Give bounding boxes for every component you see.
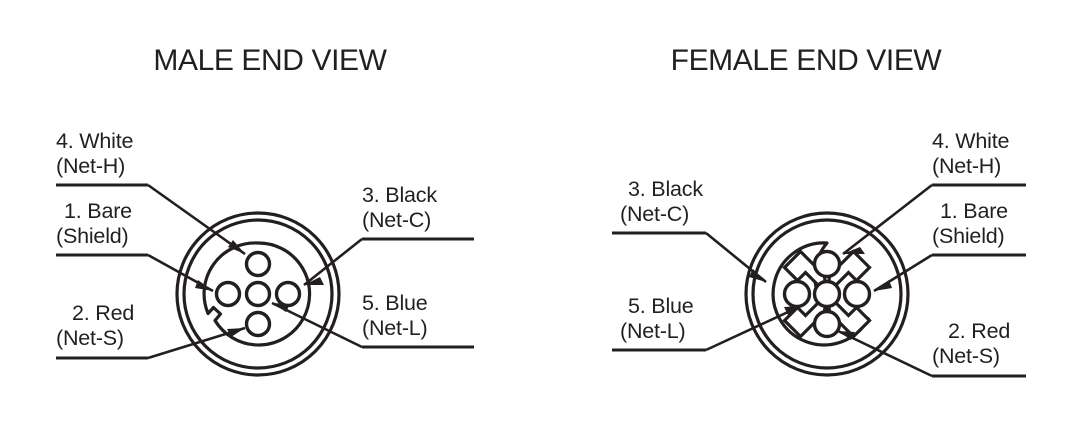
male-label-red-line2: (Net-S) (56, 326, 124, 350)
female-black-arrowhead (749, 269, 766, 282)
male-callout-blue: 5. Blue (Net-L) (271, 291, 474, 349)
female-label-blue-line2: (Net-L) (620, 319, 686, 343)
male-view-title: MALE END VIEW (153, 44, 387, 77)
male-label-bare-line2: (Shield) (56, 224, 129, 248)
male-pin-1-bare (214, 280, 242, 308)
male-label-white-line2: (Net-H) (56, 154, 125, 178)
male-red-arrowhead (227, 328, 245, 337)
male-white-leader (147, 183, 246, 256)
female-red-arrowhead (838, 331, 855, 340)
female-label-white-line1: 4. White (932, 129, 1009, 153)
male-black-arrowhead (304, 277, 324, 285)
female-callout-blue: 5. Blue (Net-L) (612, 294, 802, 352)
female-label-black-line2: (Net-C) (620, 202, 689, 226)
male-label-black-line2: (Net-C) (362, 208, 431, 232)
female-label-white-line2: (Net-H) (932, 154, 1001, 178)
female-white-leader (842, 183, 933, 256)
male-label-black-line1: 3. Black (362, 183, 437, 207)
female-bare-arrowhead (874, 280, 892, 291)
male-connector-graphic (175, 211, 341, 377)
female-label-red-line2: (Net-S) (932, 344, 1000, 368)
female-socket-4-white (812, 249, 842, 279)
female-view-title: FEMALE END VIEW (671, 44, 943, 77)
female-callout-bare: 1. Bare (Shield) (873, 199, 1026, 293)
male-callout-red: 2. Red (Net-S) (56, 301, 246, 360)
male-callout-bare: 1. Bare (Shield) (56, 199, 214, 293)
female-socket-5-blue (812, 279, 842, 309)
male-label-white-line1: 4. White (56, 129, 133, 153)
male-label-blue-line2: (Net-L) (362, 316, 428, 340)
female-label-blue-line1: 5. Blue (628, 294, 694, 318)
female-blue-arrowhead (784, 306, 801, 315)
male-pin-3-black (274, 280, 302, 308)
female-callout-red: 2. Red (Net-S) (837, 319, 1026, 378)
male-callout-black: 3. Black (Net-C) (303, 183, 474, 287)
male-black-leader (303, 237, 363, 287)
male-red-leader (147, 326, 246, 360)
male-label-blue-line1: 5. Blue (362, 291, 428, 315)
female-label-red-line1: 2. Red (948, 319, 1010, 343)
female-callout-black: 3. Black (Net-C) (612, 177, 767, 284)
female-white-arrowhead (843, 247, 865, 254)
male-pin-5-blue (244, 280, 272, 308)
female-socket-1-bare (842, 279, 872, 309)
female-red-leader (837, 329, 933, 378)
male-blue-arrowhead (272, 303, 290, 312)
male-callout-white: 4. White (Net-H) (56, 129, 246, 256)
male-blue-leader (271, 301, 363, 349)
male-bare-arrowhead (195, 280, 213, 291)
female-connector-graphic (744, 211, 910, 377)
female-blue-leader (705, 304, 802, 352)
male-pin-2-red (244, 310, 272, 338)
female-label-bare-line2: (Shield) (932, 224, 1005, 248)
male-pin-4-white (244, 250, 272, 278)
male-label-bare-line1: 1. Bare (64, 199, 132, 223)
male-white-arrowhead (228, 240, 245, 254)
male-label-red-line1: 2. Red (72, 301, 134, 325)
female-label-black-line1: 3. Black (628, 177, 703, 201)
female-socket-3-black (782, 279, 812, 309)
female-label-bare-line1: 1. Bare (940, 199, 1008, 223)
female-socket-2-red (812, 309, 842, 339)
female-callout-white: 4. White (Net-H) (842, 129, 1026, 256)
